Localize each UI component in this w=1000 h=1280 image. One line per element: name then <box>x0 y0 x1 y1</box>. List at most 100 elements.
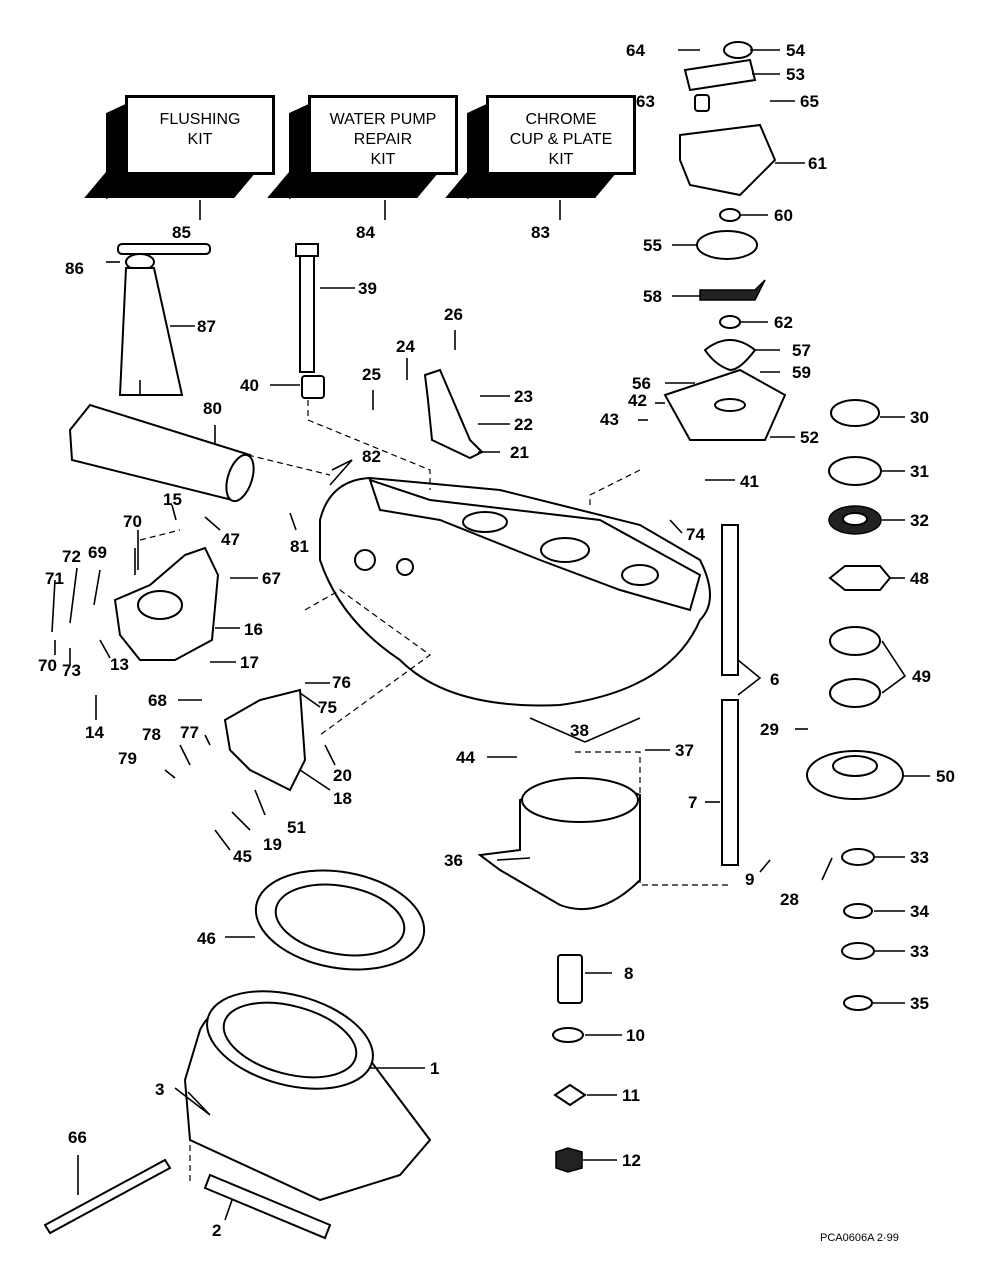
callout: 72 <box>62 547 81 566</box>
parts-layer <box>43 41 904 1240</box>
callout: 70 <box>38 656 57 675</box>
callout: 1 <box>430 1059 439 1078</box>
callout: 77 <box>180 723 199 742</box>
callout: 6 <box>770 670 779 689</box>
alignment-lines <box>139 400 730 1185</box>
kit-number: 83 <box>531 223 550 242</box>
callout: 80 <box>203 399 222 418</box>
kit-label: CHROME CUP & PLATE KIT <box>509 111 613 168</box>
callout: 44 <box>456 748 475 767</box>
callout: 68 <box>148 691 167 710</box>
cam-plate <box>223 688 307 792</box>
callout: 79 <box>118 749 137 768</box>
kit-number: 84 <box>356 223 375 242</box>
callout: 82 <box>362 447 381 466</box>
callout: 45 <box>233 847 252 866</box>
callout: 35 <box>910 994 929 1013</box>
callout: 36 <box>444 851 463 870</box>
callout: 61 <box>808 154 827 173</box>
callout: 67 <box>262 569 281 588</box>
callout: 29 <box>760 720 779 739</box>
callout: 59 <box>792 363 811 382</box>
callout: 55 <box>643 236 662 255</box>
callout: 81 <box>290 537 309 556</box>
callout: 43 <box>600 410 619 429</box>
callout: 23 <box>514 387 533 406</box>
callout: 69 <box>88 543 107 562</box>
callout: 40 <box>240 376 259 395</box>
sleeve <box>557 954 583 1004</box>
callout: 73 <box>62 661 81 680</box>
callout: 21 <box>510 443 529 462</box>
hex-nut <box>555 1147 583 1173</box>
callout: 28 <box>780 890 799 909</box>
flushing-hose <box>117 243 211 396</box>
callout: 63 <box>636 92 655 111</box>
driveshaft-upper <box>721 524 739 676</box>
callout: 39 <box>358 279 377 298</box>
callout: 9 <box>745 870 754 889</box>
callout: 7 <box>688 793 697 812</box>
callout: 8 <box>624 964 633 983</box>
pump-housing <box>319 476 711 707</box>
kit-label: FLUSHING KIT <box>159 111 241 148</box>
callout: 17 <box>240 653 259 672</box>
callout: 22 <box>514 415 533 434</box>
callout: 53 <box>786 65 805 84</box>
intake-ring <box>254 869 426 971</box>
callout: 76 <box>332 673 351 692</box>
callout: 26 <box>444 305 463 324</box>
callout: 13 <box>110 655 129 674</box>
callout: 12 <box>622 1151 641 1170</box>
callout: 54 <box>786 41 805 60</box>
callout: 48 <box>910 569 929 588</box>
flushing-kit-box: FLUSHING KIT <box>125 95 275 175</box>
bar <box>203 1173 332 1240</box>
rod <box>43 1158 172 1235</box>
callout: 57 <box>792 341 811 360</box>
water-pump-repair-kit-box: WATER PUMP REPAIR KIT <box>308 95 458 175</box>
callout: 56 <box>632 374 651 393</box>
tube <box>68 403 255 503</box>
callout: 11 <box>622 1086 640 1105</box>
callout: 87 <box>197 317 216 336</box>
callout: 66 <box>68 1128 87 1147</box>
callout: 50 <box>936 767 955 786</box>
callout: 25 <box>362 365 381 384</box>
callout: 70 <box>123 512 142 531</box>
callout: 38 <box>570 721 589 740</box>
callout: 33 <box>910 942 929 961</box>
callout: 74 <box>686 525 705 544</box>
callout: 14 <box>85 723 104 742</box>
callout: 49 <box>912 667 931 686</box>
drawing-code: PCA0606A 2·99 <box>820 1232 899 1244</box>
callout: 10 <box>626 1026 645 1045</box>
spacer <box>301 375 325 399</box>
callout: 51 <box>287 818 306 837</box>
callout: 47 <box>221 530 240 549</box>
intake-housing <box>183 990 432 1202</box>
callout: 75 <box>318 698 337 717</box>
callout: 65 <box>800 92 819 111</box>
callout: 64 <box>626 41 645 60</box>
seal-stack <box>806 399 904 1011</box>
callout: 32 <box>910 511 929 530</box>
callout: 24 <box>396 337 415 356</box>
callout: 37 <box>675 741 694 760</box>
callout: 33 <box>910 848 929 867</box>
kit-number: 85 <box>172 223 191 242</box>
callout: 78 <box>142 725 161 744</box>
callout: 3 <box>155 1080 164 1099</box>
callout: 41 <box>740 472 759 491</box>
callout: 19 <box>263 835 282 854</box>
callout: 58 <box>643 287 662 306</box>
driveshaft-lower <box>721 699 739 866</box>
callout: 60 <box>774 206 793 225</box>
bolt-long <box>299 251 315 373</box>
callout: 31 <box>910 462 929 481</box>
callout: 2 <box>212 1221 221 1240</box>
callout: 42 <box>628 391 647 410</box>
bracket <box>423 368 484 460</box>
callout: 16 <box>244 620 263 639</box>
